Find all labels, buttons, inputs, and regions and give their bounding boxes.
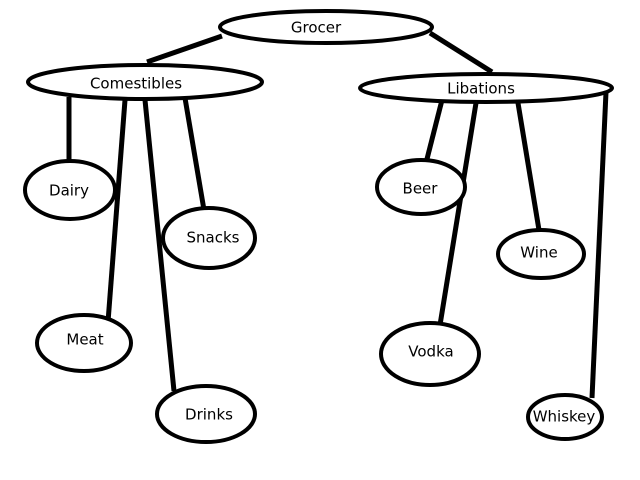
edge-grocer-comestibles [146,33,223,65]
node-vodka-label: Vodka [408,343,453,361]
edge-comestibles-snacks [182,97,207,211]
node-whiskey: Whiskey [526,393,604,441]
node-snacks: Snacks [161,206,257,270]
node-dairy-shape [23,159,117,221]
node-vodka-shape [379,321,481,387]
node-dairy: Dairy [23,159,117,221]
node-drinks-shape [155,384,257,444]
node-meat: Meat [35,313,133,373]
node-snacks-label: Snacks [187,229,240,247]
node-wine-shape [496,228,586,280]
node-grocer: Grocer [218,9,434,45]
edge-comestibles-meat [105,99,128,323]
edge-libations-wine [515,102,542,231]
edge-libations-whiskey [589,91,609,399]
node-comestibles-label: Comestibles [90,75,182,93]
node-meat-label: Meat [66,331,103,349]
node-libations: Libations [358,72,614,104]
node-drinks: Drinks [155,384,257,444]
edge-libations-beer [424,99,445,160]
node-wine-label: Wine [520,244,557,262]
edge-comestibles-drinks [142,99,177,392]
node-meat-shape [35,313,133,373]
node-dairy-label: Dairy [49,182,89,200]
edge-grocer-libations [428,30,494,75]
node-grocer-label: Grocer [291,19,342,37]
node-beer: Beer [375,158,467,216]
node-comestibles: Comestibles [26,63,264,101]
node-snacks-shape [161,206,257,270]
node-vodka: Vodka [379,321,481,387]
node-wine: Wine [496,228,586,280]
node-comestibles-shape [26,63,264,101]
node-libations-shape [358,72,614,104]
edges [66,30,609,399]
node-whiskey-label: Whiskey [533,408,596,426]
node-beer-shape [375,158,467,216]
node-beer-label: Beer [403,180,439,198]
edge-libations-vodka [437,102,479,326]
node-grocer-shape [218,9,434,45]
node-whiskey-shape [526,393,604,441]
node-libations-label: Libations [447,80,515,98]
node-drinks-label: Drinks [185,406,233,424]
